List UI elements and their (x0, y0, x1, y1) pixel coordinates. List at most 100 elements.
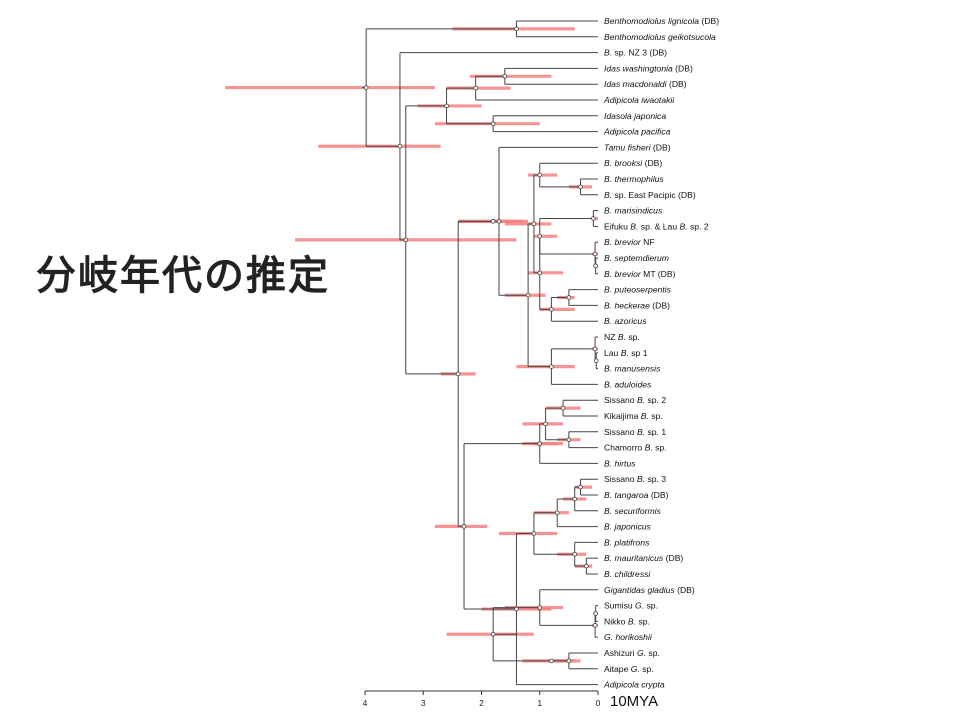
node-31 (514, 606, 519, 612)
taxon-label-part: (DB) (642, 158, 662, 168)
taxon-label: Benthomodiolus geikotsucola (604, 32, 716, 42)
taxon-label: Adipicola iwaotakii (603, 95, 675, 105)
taxon-label: Sissano B. sp. 2 (604, 395, 666, 405)
taxon-label-part: Sissano (604, 427, 637, 437)
taxon-label-part: B. azoricus (604, 316, 647, 326)
taxon-label-part: B. childressi (604, 569, 651, 579)
taxon-label-part: B. (637, 395, 645, 405)
taxon-label-part: (DB) (648, 490, 668, 500)
taxon-label: Adipicola pacifica (603, 127, 671, 137)
taxon-label: B. tangaroa (DB) (604, 490, 669, 500)
taxon-label: NZ B. sp. (604, 332, 640, 342)
node-17 (591, 216, 596, 221)
node-36 (572, 551, 577, 557)
taxon-label-part: Ashizuri (604, 648, 637, 658)
taxon-label-part: sp. 2 (645, 395, 666, 405)
taxon-label: B. sp. East Pacipic (DB) (604, 190, 696, 200)
taxon-label-part: B. puteoserpentis (604, 285, 672, 295)
taxon-label-part: Sumisu (604, 601, 635, 611)
taxon-label: Sumisu G. sp. (604, 601, 658, 611)
taxon-label-part: B. (637, 427, 645, 437)
taxon-label-part: (DB) (663, 553, 683, 563)
taxon-label-part: G. (631, 664, 640, 674)
node-38 (490, 631, 496, 637)
taxon-label-part: Benthomodiolus lignicola (604, 16, 699, 26)
taxon-label-part: B. (604, 190, 612, 200)
taxon-label: Eifuku B. sp. & Lau B. sp. 2 (604, 221, 709, 231)
taxon-label-part: sp. (649, 411, 663, 421)
taxon-label-part: (DB) (699, 16, 719, 26)
taxon-label-part: B. platifrons (604, 537, 650, 547)
taxon-label: B. aduloides (604, 379, 652, 389)
taxon-label: B. marisindicus (604, 206, 663, 216)
taxon-label-part: B. manusensis (604, 364, 661, 374)
taxon-label-part: (DB) (673, 63, 693, 73)
axis-tick-label: 3 (421, 698, 426, 708)
taxon-label: B. thermophilus (604, 174, 664, 184)
node-6 (502, 74, 508, 79)
node-22 (549, 364, 554, 369)
node-29 (560, 405, 566, 411)
taxon-label: Chamorro B. sp. (604, 443, 667, 453)
taxon-label: Aitape G. sp. (604, 664, 654, 674)
node-20 (549, 307, 554, 312)
taxon-label: Idasola japonica (604, 111, 666, 121)
taxon-label-part: B. aduloides (604, 379, 652, 389)
taxon-label: G. horikoshii (604, 632, 653, 642)
node-28 (543, 421, 548, 427)
taxon-label-part: Sissano (604, 395, 637, 405)
taxon-label-part: Aitape (604, 664, 631, 674)
taxon-label-part: (DB) (667, 79, 687, 89)
taxon-label-part: sp. (653, 443, 667, 453)
node-10 (496, 219, 502, 224)
taxon-label-part: Tamu fisheri (604, 142, 652, 152)
node-24 (593, 358, 599, 364)
taxon-label: B. azoricus (604, 316, 647, 326)
taxon-label-part: sp. & Lau (638, 221, 679, 231)
taxon-label-part: Kikaijima (604, 411, 641, 421)
taxon-label-part: B. marisindicus (604, 206, 663, 216)
taxon-label-part: Adipicola iwaotakii (603, 95, 675, 105)
taxon-label: B. brevior NF (604, 237, 655, 247)
node-43 (566, 658, 572, 664)
node-21 (566, 295, 572, 300)
node-35 (578, 484, 583, 490)
taxon-label: B. japonicus (604, 522, 652, 532)
taxon-label-part: G. (635, 601, 644, 611)
taxon-label-part: B. (680, 221, 688, 231)
taxon-label-part: NF (641, 237, 655, 247)
taxon-label-part: B. securiformis (604, 506, 662, 516)
node-19 (593, 263, 598, 269)
axis-unit-label: 10MYA (610, 693, 658, 710)
taxon-label-part: Lau (604, 348, 621, 358)
taxon-label-part: sp. (626, 332, 640, 342)
taxon-label-part: B. (641, 411, 649, 421)
taxon-label: Sissano B. sp. 1 (604, 427, 666, 437)
taxon-label-part: B. (618, 332, 626, 342)
taxon-label-part: B. heckerae (604, 300, 650, 310)
taxon-label-part: MT (DB) (641, 269, 676, 279)
taxon-label: B. brooksi (DB) (604, 158, 662, 168)
taxon-label-part: B. septemdierum (604, 253, 669, 263)
node-16 (537, 233, 543, 239)
taxon-label-part: B. (637, 474, 645, 484)
taxon-label: Sissano B. sp. 3 (604, 474, 666, 484)
taxon-label-part: sp. NZ 3 (DB) (612, 48, 667, 58)
taxon-label-part: B. hirtus (604, 458, 636, 468)
taxon-label-part: Eifuku (604, 221, 630, 231)
taxon-label: Kikaijima B. sp. (604, 411, 663, 421)
slide-title: 分岐年代の推定 (36, 253, 330, 299)
taxon-label-part: B. brevior (604, 269, 642, 279)
taxon-label: Nikko B. sp. (604, 616, 650, 626)
taxon-label: B. brevior MT (DB) (604, 269, 676, 279)
tree-branches (362, 20, 598, 686)
taxon-label-part: B. (621, 348, 629, 358)
axis-tick-label: 4 (363, 698, 368, 708)
confidence-interval-bars (225, 27, 598, 663)
taxon-label-part: sp. East Pacipic (DB) (612, 190, 696, 200)
node-30 (566, 437, 572, 443)
taxon-label: Gigantidas gladius (DB) (604, 585, 695, 595)
taxon-label-part: B. tangaroa (604, 490, 649, 500)
taxon-label-part: B. (604, 48, 612, 58)
